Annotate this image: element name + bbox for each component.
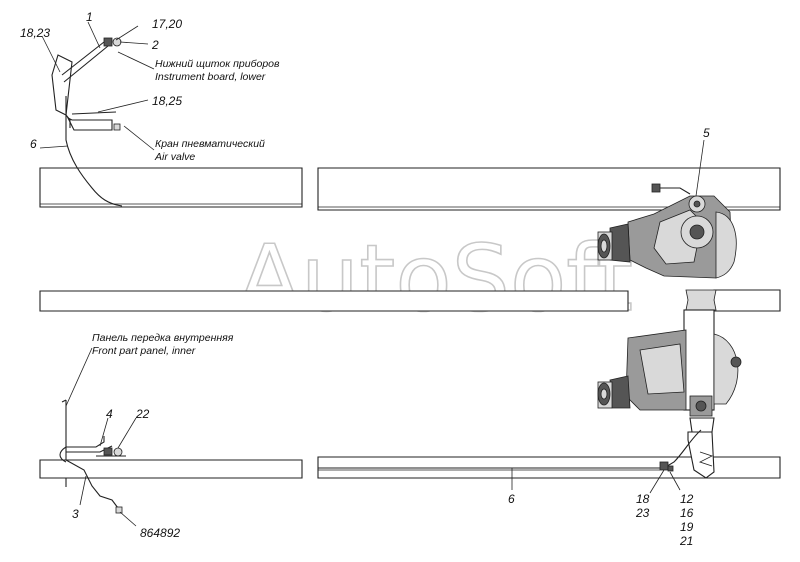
callout-6-bottom: 6 [508, 492, 515, 506]
transfer-case-top [597, 195, 737, 279]
caption-instrument-board-en: Instrument board, lower [155, 71, 266, 83]
callout-6-top: 6 [30, 137, 37, 151]
callout-2: 2 [151, 38, 159, 52]
leader-lines [39, 21, 705, 527]
pipe-to-fitting-12 [663, 429, 702, 469]
caption-front-panel-en: Front part panel, inner [92, 345, 196, 357]
callout-3: 3 [72, 507, 79, 521]
caption-instrument-board-ru: Нижний щиток приборов [155, 58, 280, 70]
bracket-4 [59, 436, 126, 463]
air-valve [66, 111, 121, 131]
pipe-6-top [65, 96, 123, 207]
callout-18: 18 [636, 492, 650, 506]
callout-4: 4 [106, 407, 113, 421]
instrument-board-lower [51, 37, 122, 128]
callout-19: 19 [680, 520, 694, 534]
caption-front-panel-ru: Панель передка внутренняя [92, 332, 234, 344]
callout-1: 1 [86, 10, 93, 24]
frame-rail-top-left [39, 167, 303, 208]
callout-17-20: 17,20 [152, 17, 182, 31]
callout-18-25: 18,25 [152, 94, 182, 108]
callout-16: 16 [680, 506, 694, 520]
callout-18-23: 18,23 [20, 26, 50, 40]
caption-air-valve-ru: Кран пневматический [155, 138, 265, 150]
watermark: AutoSoft [238, 225, 633, 332]
caption-air-valve-en: Air valve [154, 151, 195, 163]
callout-12: 12 [680, 492, 694, 506]
callout-22: 22 [135, 407, 150, 421]
frame-rail-top-right [317, 167, 781, 211]
callout-23: 23 [635, 506, 650, 520]
middle-frame-rails [39, 289, 781, 312]
callout-5: 5 [703, 126, 710, 140]
drawing-number: 864892 [140, 526, 180, 540]
pipe-5 [655, 187, 691, 195]
callout-21: 21 [679, 534, 693, 548]
transfer-case-bottom [597, 289, 742, 479]
pipe-3 [65, 459, 119, 509]
top-frame-rails [39, 167, 781, 211]
